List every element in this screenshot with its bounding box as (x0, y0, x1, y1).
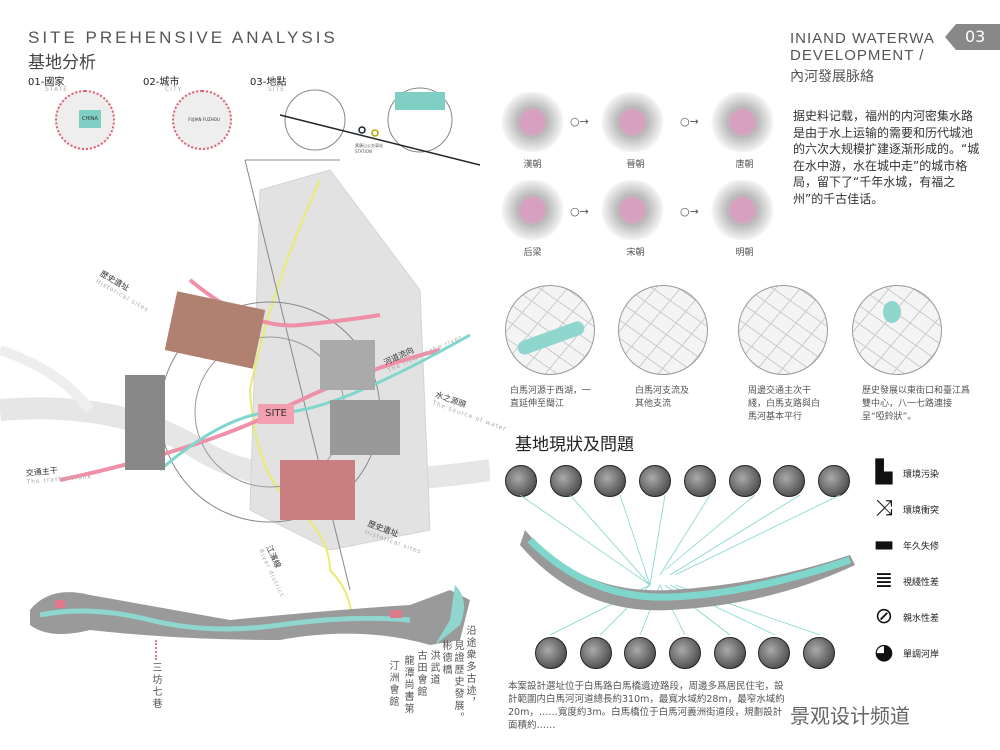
status-description: 本案設計選址位于白馬路白馬橋遺迹路段，周邊多爲居民住宅，設計範圍内白馬河河道總長… (508, 681, 785, 731)
river-map-caption: 周邊交通主次干綫，白馬支路與白馬河基本平行 (748, 386, 821, 422)
site-photo (802, 637, 835, 669)
dynasty-map (500, 180, 565, 240)
river-map-caption: 白馬河支流及其他支流 (635, 386, 690, 409)
site-photo (535, 637, 567, 669)
scale-sub-city: CITY (165, 86, 183, 93)
scale-label-state: 01-國家 (28, 77, 65, 88)
conflict-arrows-icon: ⤨ (875, 496, 893, 521)
issue-item: ≣ 視綫性差 (868, 568, 939, 594)
issue-legend: ▙ 環境污染 ⤨ 環境衝突 ▬ 年久失修 ≣ 視綫性差 ⊘ 親水性差 ◕ 單調河岸 (868, 460, 939, 666)
title-en: SITE PREHENSIVE ANALYSIS (28, 28, 338, 47)
scale-label-city: 02-城市 (143, 77, 180, 88)
dynasty-map (500, 92, 565, 152)
site-photo (758, 637, 791, 669)
river-map (852, 285, 942, 375)
watermark: 景观设计频道 (790, 700, 910, 729)
site-photo (624, 637, 657, 669)
fish-stack-icon: ≣ (874, 568, 894, 593)
site-photo (683, 465, 716, 497)
river-map (618, 285, 708, 375)
page-number-tab: 03 (945, 24, 1000, 50)
river-label: 彬德橋 (440, 640, 451, 676)
issue-label: 視綫性差 (903, 577, 940, 588)
dynasty-label: 宋朝 (626, 248, 645, 258)
river-label: 汀洲會館 (387, 660, 398, 708)
scale-sub-site: SITE (268, 86, 286, 93)
site-photo (668, 637, 701, 669)
fujian-map: FUJIAN FUZHOU (172, 90, 232, 150)
issue-label: 單調河岸 (903, 649, 940, 660)
title-cn: 基地分析 (28, 53, 96, 73)
site-photo (817, 465, 850, 497)
dynasty-label: 晉朝 (626, 160, 645, 170)
issue-item: ▬ 年久失修 (868, 532, 939, 558)
arrow-icon: ○→ (680, 205, 699, 218)
site-location-diagram (280, 87, 480, 166)
site-photo (505, 465, 537, 497)
site-analysis-map (0, 159, 490, 630)
river-map-caption: 白馬河源于西湖，一直延伸至閩江 (510, 386, 592, 409)
dynasty-map (710, 92, 775, 152)
site-photo (549, 465, 582, 497)
river-strip-map (30, 585, 470, 645)
china-map: CHINA (55, 90, 115, 150)
dynasty-map (600, 92, 665, 152)
river-label: 洪武道 (428, 650, 439, 686)
broken-pipe-icon: ▬ (873, 532, 895, 557)
fujian-label: FUJIAN FUZHOU (188, 117, 220, 122)
site-photo (594, 465, 627, 497)
station-en: STATION (355, 149, 372, 154)
issue-item: ▙ 環境污染 (868, 460, 939, 486)
site-photo (728, 465, 761, 497)
river-map (505, 285, 595, 375)
station-cn: 黄康山公交車站 (355, 143, 383, 148)
dynasty-label: 唐朝 (735, 160, 754, 170)
site-photo (773, 465, 806, 497)
issue-item: ⤨ 環境衝突 (868, 496, 939, 522)
issue-label: 年久失修 (903, 541, 940, 552)
issue-item: ◕ 單調河岸 (868, 640, 939, 666)
dynasty-map (600, 180, 665, 240)
river-note: 沿途衆多古迹， (464, 625, 475, 709)
river-label: 古田會館 (415, 650, 426, 698)
title-cn-right: 內河發展脉絡 (790, 69, 874, 85)
scale-label-site: 03-地點 (250, 77, 287, 88)
river-map (738, 285, 828, 375)
arrow-icon: ○→ (570, 205, 589, 218)
dynasty-label: 漢朝 (523, 160, 542, 170)
dynasty-label: 后梁 (523, 248, 542, 258)
status-title: 基地現狀及問題 (515, 435, 634, 455)
river-label: 龍潭尚書第 (402, 655, 413, 715)
issue-item: ⊘ 親水性差 (868, 604, 939, 630)
arrow-icon: ○→ (570, 115, 589, 128)
issue-label: 親水性差 (903, 613, 940, 624)
issue-label: 環境污染 (903, 469, 940, 480)
site-photo (579, 637, 612, 669)
dynasty-map (710, 180, 775, 240)
site-photo (713, 637, 746, 669)
photo-row-bottom (535, 637, 835, 669)
site-photo (639, 465, 672, 497)
bird-icon: ◕ (874, 640, 894, 665)
issue-label: 環境衝突 (903, 505, 940, 516)
factory-icon: ▙ (875, 460, 893, 485)
river-note: 見證歷史發展。 (452, 640, 463, 724)
river-plan (519, 495, 855, 635)
history-text: 据史料记载，福州的内河密集水路是由于水上运输的需要和历代城池的六次大规模扩建逐渐… (793, 109, 980, 206)
leader-line (155, 640, 157, 660)
river-map-caption: 歷史發展以東街口和臺江爲雙中心，八一七路連接呈“啞鈴狀”。 (862, 386, 971, 422)
river-label: 三坊七巷 (150, 662, 161, 710)
arrow-icon: ○→ (680, 115, 699, 128)
title-en-right-2: DEVELOPMENT / (790, 47, 925, 64)
china-label: CHINA (79, 110, 101, 128)
no-water-access-icon: ⊘ (874, 604, 894, 629)
site-marker: SITE (258, 404, 294, 424)
photo-row-top (505, 465, 850, 497)
dynasty-label: 明朝 (735, 248, 754, 258)
title-en-right-1: INIAND WATERWA (790, 30, 935, 47)
scale-sub-state: STATE (45, 86, 69, 93)
